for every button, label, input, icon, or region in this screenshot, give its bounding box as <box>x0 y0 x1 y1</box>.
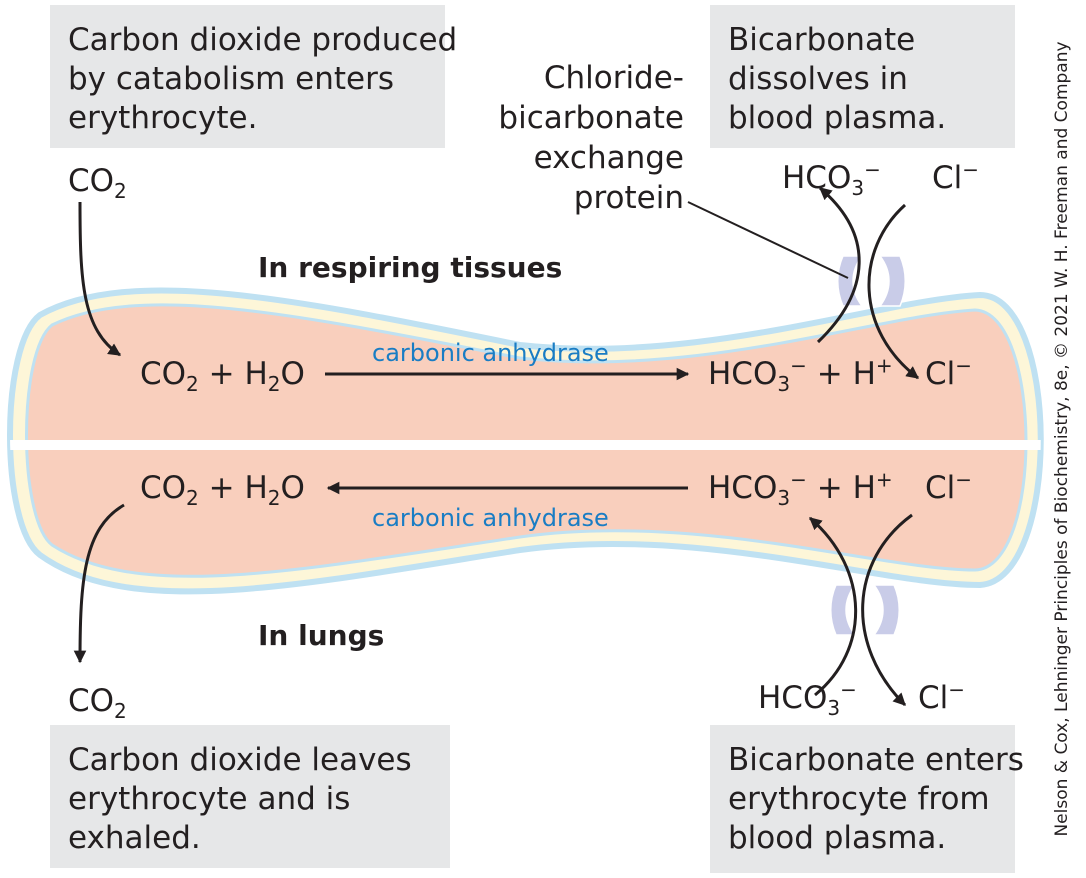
co2-sub: 2 <box>186 486 199 511</box>
hco3-sup: − <box>840 677 857 702</box>
products-bottom: CO2 + H2O <box>140 470 305 508</box>
cl-outside-top: Cl− <box>932 160 979 196</box>
co2-outside-bottom: CO2 <box>68 683 127 721</box>
hco3-sup: − <box>790 467 807 492</box>
plus-sign: + <box>816 356 843 392</box>
box-bicarbonate-dissolves-line-1: Bicarbonate <box>728 22 916 58</box>
box-bicarbonate-dissolves-line-3: blood plasma. <box>728 100 947 136</box>
h2o-h: H <box>244 470 268 506</box>
box-bicarbonate-enters-line-2: erythrocyte from <box>728 781 990 817</box>
h2o-sub: 2 <box>267 372 281 397</box>
arrow-cl-in <box>867 203 920 380</box>
box-co2-enters-line-1: Carbon dioxide produced <box>68 22 458 58</box>
box-co2-leaves-line-2: erythrocyte and is <box>68 781 351 817</box>
region-label-lungs: In lungs <box>258 619 385 652</box>
hco3-outside-bottom: HCO3− <box>758 677 857 719</box>
co2-base: CO <box>68 683 115 719</box>
box-co2-leaves: Carbon dioxide leaves erythrocyte and is… <box>50 725 450 868</box>
cl-outside-bottom: Cl− <box>918 680 965 716</box>
cl-inside-top: Cl− <box>925 356 972 392</box>
h-sup: + <box>875 467 893 492</box>
box-co2-leaves-line-1: Carbon dioxide leaves <box>68 742 412 778</box>
co2-sub: 2 <box>186 372 199 397</box>
hco3-sub: 3 <box>777 372 791 397</box>
copyright-credit: Nelson & Cox, Lehninger Principles of Bi… <box>1052 41 1072 837</box>
co2-sub: 2 <box>114 699 127 724</box>
protein-label: Chloride- bicarbonate exchange protein <box>488 58 684 218</box>
hco3-base: HCO <box>758 680 828 716</box>
arrow-co2-leaves <box>73 503 125 664</box>
arrow-hco3-out <box>816 186 861 344</box>
co2-base: CO <box>68 163 115 199</box>
hco3-sub: 3 <box>827 696 841 721</box>
cl-base: Cl <box>925 356 956 392</box>
box-bicarbonate-dissolves-line-2: dissolves in <box>728 61 908 97</box>
h2o-o: O <box>280 470 305 506</box>
co2-base: CO <box>140 470 187 506</box>
cl-sup: − <box>955 467 973 492</box>
plus-sign: + <box>816 470 843 506</box>
box-bicarbonate-dissolves: Bicarbonate dissolves in blood plasma. <box>710 5 1015 148</box>
box-bicarbonate-enters: Bicarbonate enters erythrocyte from bloo… <box>710 725 1024 873</box>
co2-sub: 2 <box>114 179 127 204</box>
hco3-sup: − <box>790 353 807 378</box>
exchange-protein-top <box>837 255 906 307</box>
box-co2-enters-line-3: erythrocyte. <box>68 100 258 136</box>
plus-sign: + <box>208 356 235 392</box>
h-sup: + <box>875 353 893 378</box>
section-divider <box>10 440 1041 450</box>
protein-label-line-2: bicarbonate <box>498 100 684 136</box>
region-label-tissues: In respiring tissues <box>258 251 563 284</box>
hco3-sup: − <box>864 157 881 182</box>
cl-sup: − <box>962 157 980 182</box>
h2o-o: O <box>280 356 305 392</box>
box-co2-enters-line-2: by catabolism enters <box>68 61 394 97</box>
reactants-top: CO2 + H2O <box>140 356 305 394</box>
h2o-h: H <box>244 356 268 392</box>
hco3-base: HCO <box>782 160 852 196</box>
cl-base: Cl <box>932 160 963 196</box>
cl-sup: − <box>948 677 966 702</box>
h-base: H <box>852 470 876 506</box>
box-co2-leaves-line-3: exhaled. <box>68 820 201 856</box>
co2-base: CO <box>140 356 187 392</box>
arrow-cl-out <box>861 513 913 707</box>
protein-pointer-line <box>687 201 849 279</box>
h-base: H <box>852 356 876 392</box>
cl-base: Cl <box>918 680 949 716</box>
cl-inside-bottom: Cl− <box>925 470 972 506</box>
hco3-outside-top: HCO3− <box>782 157 881 199</box>
co2-outside-top: CO2 <box>68 163 127 201</box>
box-bicarbonate-enters-line-1: Bicarbonate enters <box>728 742 1024 778</box>
products-top: HCO3− + H+ <box>708 353 893 395</box>
hco3-base: HCO <box>708 470 778 506</box>
arrow-co2-enters <box>78 201 122 357</box>
protein-label-line-3: exchange <box>533 140 684 176</box>
box-co2-enters: Carbon dioxide produced by catabolism en… <box>50 5 458 148</box>
cl-sup: − <box>955 353 973 378</box>
enzyme-label-bottom: carbonic anhydrase <box>372 504 609 532</box>
plus-sign: + <box>208 470 235 506</box>
hco3-sub: 3 <box>777 486 791 511</box>
box-bicarbonate-enters-line-3: blood plasma. <box>728 820 947 856</box>
hco3-base: HCO <box>708 356 778 392</box>
hco3-sub: 3 <box>851 176 865 201</box>
reactants-bottom: HCO3− + H+ <box>708 467 893 509</box>
cl-base: Cl <box>925 470 956 506</box>
protein-label-line-4: protein <box>573 180 684 216</box>
arrow-hco3-in <box>809 516 858 697</box>
protein-label-line-1: Chloride- <box>543 60 684 96</box>
h2o-sub: 2 <box>267 486 281 511</box>
enzyme-label-top: carbonic anhydrase <box>372 339 609 367</box>
exchange-protein-bottom <box>830 584 900 636</box>
